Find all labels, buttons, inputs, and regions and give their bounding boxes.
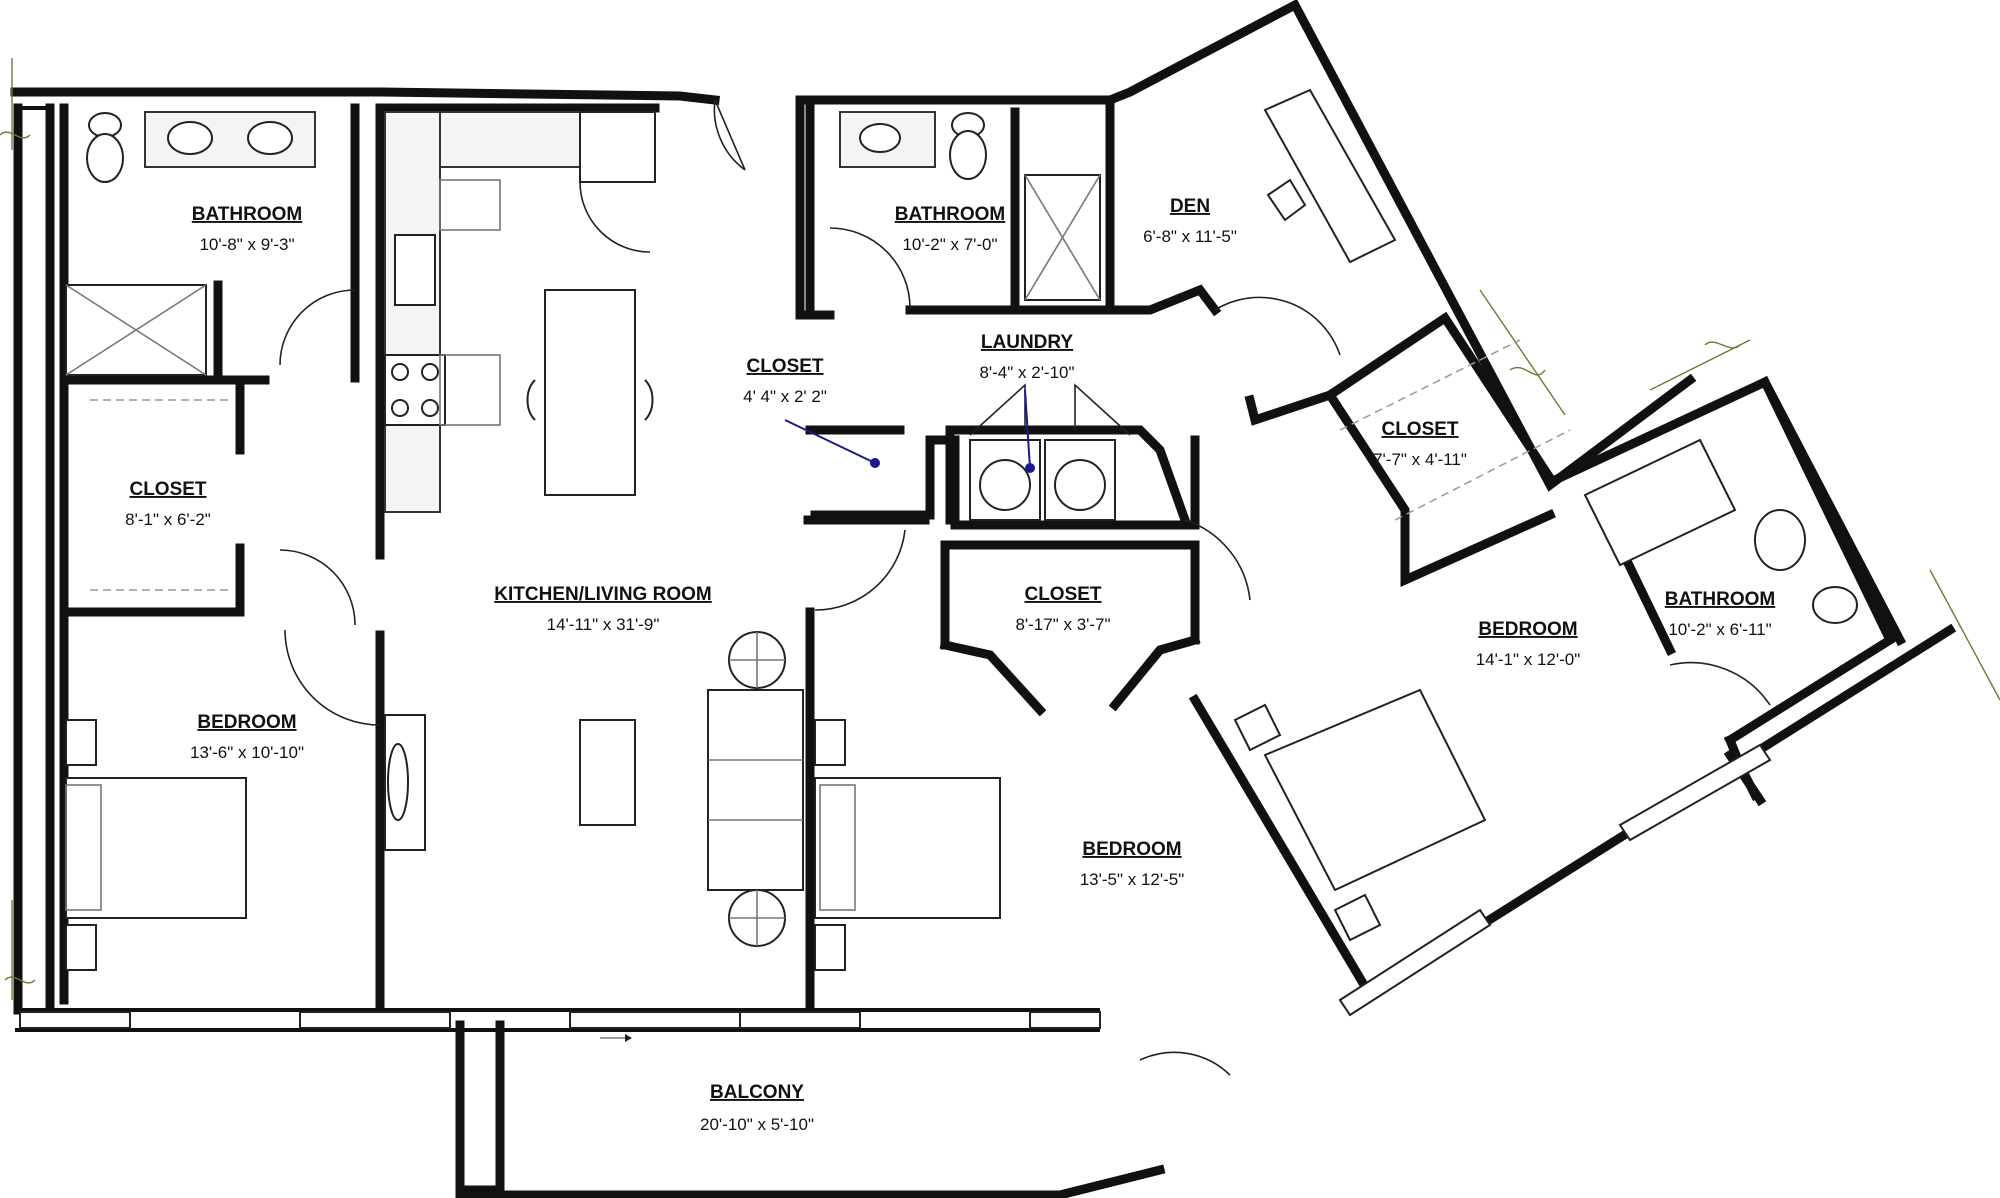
bathroom3-fixtures xyxy=(1583,438,1858,706)
doors xyxy=(279,99,1251,1076)
room-name: LAUNDRY xyxy=(981,332,1074,353)
grid-markers xyxy=(0,58,2000,1000)
left-bedroom-furniture xyxy=(65,719,247,971)
room-dimensions: 13'-6" x 10'-10" xyxy=(190,743,304,762)
room-name: BEDROOM xyxy=(197,712,296,733)
living-furniture xyxy=(384,631,804,947)
room-dimensions: 6'-8" x 11'-5" xyxy=(1143,227,1237,246)
room-dimensions: 8'-1" x 6'-2" xyxy=(125,510,211,529)
room-dimensions: 4' 4" x 2' 2" xyxy=(743,387,827,406)
room-dimensions: 10'-2" x 7'-0" xyxy=(902,235,997,254)
room-dimensions: 20'-10" x 5'-10" xyxy=(700,1115,814,1134)
room-dimensions: 14'-11" x 31'-9" xyxy=(547,615,660,634)
room-labels: BATHROOM 10'-8" x 9'-3" CLOSET 8'-1" x 6… xyxy=(125,196,1775,1134)
right-bedroom-furniture xyxy=(1233,688,1487,942)
room-name: BATHROOM xyxy=(192,204,302,225)
room-name: BALCONY xyxy=(710,1082,804,1103)
room-name: BEDROOM xyxy=(1478,619,1577,640)
den-fixtures xyxy=(1214,88,1397,356)
room-dimensions: 13'-5" x 12'-5" xyxy=(1080,870,1185,889)
room-name: CLOSET xyxy=(129,479,206,500)
room-name: CLOSET xyxy=(746,356,823,377)
left-bathroom-fixtures xyxy=(65,111,316,376)
room-name: KITCHEN/LIVING ROOM xyxy=(494,584,711,605)
room-dimensions: 14'-1" x 12'-0" xyxy=(1476,650,1581,669)
closet3-fixtures xyxy=(1339,339,1571,521)
room-name: BATHROOM xyxy=(895,204,1005,225)
bathroom2-fixtures xyxy=(829,111,1101,309)
walls xyxy=(10,0,1957,1198)
room-name: DEN xyxy=(1170,196,1210,217)
room-dimensions: 7'-7" x 4'-11" xyxy=(1373,450,1467,469)
center-bedroom-furniture xyxy=(814,719,1001,971)
room-dimensions: 10'-2" x 6'-11" xyxy=(1668,620,1771,639)
laundry-fixtures xyxy=(969,383,1131,521)
closet2-leader xyxy=(784,389,1035,473)
kitchen-fixtures xyxy=(384,111,656,513)
room-dimensions: 8'-17" x 3'-7" xyxy=(1015,615,1110,634)
room-dimensions: 10'-8" x 9'-3" xyxy=(199,235,294,254)
room-name: BATHROOM xyxy=(1665,589,1775,610)
room-name: CLOSET xyxy=(1024,584,1101,605)
windows xyxy=(19,743,1772,1042)
room-dimensions: 8'-4" x 2'-10" xyxy=(979,363,1074,382)
left-closet-fixtures xyxy=(90,399,230,591)
room-name: CLOSET xyxy=(1381,419,1458,440)
room-name: BEDROOM xyxy=(1082,839,1181,860)
